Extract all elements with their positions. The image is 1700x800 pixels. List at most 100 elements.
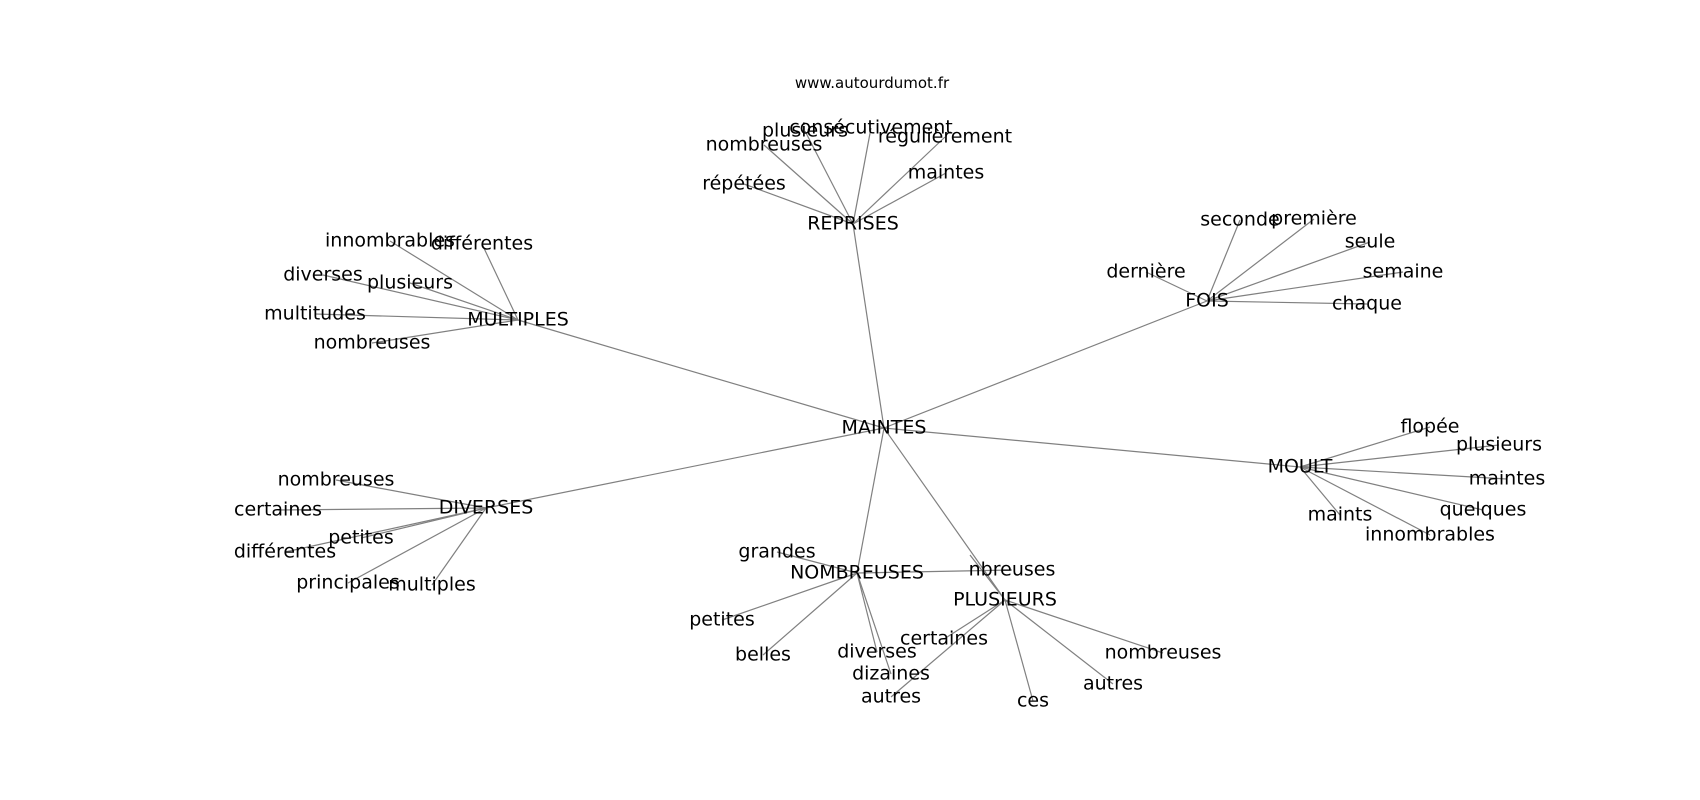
node-leaf-diverses-5: multiples (388, 574, 476, 596)
edge-moult-leaf-5 (1299, 466, 1431, 536)
node-leaf-reprises-4: régulièrement (878, 126, 1012, 148)
edge-reprises-leaf-2 (804, 130, 854, 225)
edge-reprises-leaf-5 (852, 172, 947, 225)
node-leaf-diverses-3: différentes (234, 541, 336, 563)
edge-moult-leaf-1 (1299, 444, 1500, 468)
edge-nombreuses-leaf-5 (856, 569, 1013, 574)
node-hub-multiples: MULTIPLES (467, 309, 569, 331)
node-hub-reprises: REPRISES (807, 213, 899, 235)
edge-multiples-leaf-4 (314, 313, 519, 321)
node-leaf-moult-5: innombrables (1365, 524, 1495, 546)
edge-plusieurs-leaf-1 (890, 599, 1006, 698)
node-leaf-plusieurs-2: nombreuses (1105, 642, 1222, 664)
node-leaf-reprises-2: plusieurs (762, 120, 848, 142)
edge-nombreuses-leaf-3 (856, 572, 878, 653)
node-leaf-diverses-0: nombreuses (278, 469, 395, 491)
edge-plusieurs-leaf-5 (969, 554, 1006, 601)
edge-diverses-leaf-1 (277, 507, 487, 511)
node-center-maintes: MAINTES (842, 417, 927, 439)
edge-center-nombreuses (856, 427, 885, 574)
node-leaf-moult-0: flopée (1400, 416, 1459, 438)
edge-fois-leaf-3 (1206, 241, 1371, 302)
node-leaf-fois-5: chaque (1332, 293, 1402, 315)
node-leaf-nombreuses-5: nbreuses (969, 559, 1056, 581)
edge-nombreuses-leaf-0 (776, 551, 858, 574)
node-leaf-moult-3: quelques (1440, 499, 1527, 521)
node-leaf-plusieurs-0: certaines (900, 628, 988, 650)
node-hub-nombreuses: NOMBREUSES (790, 562, 924, 584)
edge-moult-leaf-4 (1299, 466, 1341, 516)
node-leaf-multiples-3: plusieurs (367, 272, 453, 294)
node-leaf-multiples-5: nombreuses (314, 332, 431, 354)
graph-labels: MAINTESREPRISESrépétéesnombreusesplusieu… (234, 117, 1545, 712)
edge-center-moult (883, 427, 1301, 468)
node-hub-plusieurs: PLUSIEURS (953, 589, 1057, 611)
edge-fois-leaf-1 (1206, 219, 1241, 302)
node-leaf-nombreuses-2: belles (735, 644, 791, 666)
edge-plusieurs-leaf-3 (1004, 599, 1114, 685)
edge-nombreuses-leaf-1 (721, 572, 858, 621)
edge-moult-leaf-3 (1299, 466, 1484, 511)
node-leaf-diverses-2: petites (328, 527, 394, 549)
node-leaf-reprises-3: consécutivement (789, 117, 953, 139)
edge-nombreuses-leaf-4 (856, 572, 892, 675)
edge-fois-leaf-2 (1206, 218, 1315, 302)
node-leaf-plusieurs-1: autres (861, 686, 921, 708)
edge-fois-leaf-5 (1206, 300, 1368, 305)
edge-reprises-leaf-3 (852, 127, 872, 225)
edge-center-reprises (852, 223, 885, 429)
node-leaf-moult-4: maints (1308, 504, 1373, 526)
edge-center-fois (883, 300, 1208, 429)
edge-fois-leaf-0 (1145, 271, 1208, 302)
node-leaf-nombreuses-3: diverses (837, 641, 917, 663)
node-leaf-multiples-1: différentes (431, 233, 533, 255)
node-leaf-fois-2: première (1271, 208, 1357, 230)
edge-multiples-leaf-5 (371, 319, 519, 344)
edge-center-multiples (517, 319, 885, 429)
node-leaf-fois-1: seconde (1200, 209, 1279, 231)
node-leaf-fois-3: seule (1345, 231, 1396, 253)
edge-multiples-leaf-0 (389, 240, 519, 321)
node-leaf-plusieurs-4: ces (1017, 690, 1049, 712)
edge-multiples-leaf-1 (481, 243, 519, 321)
node-leaf-reprises-1: nombreuses (706, 134, 823, 156)
node-leaf-moult-2: maintes (1469, 468, 1546, 490)
edge-diverses-leaf-3 (284, 507, 487, 553)
graph-edges (277, 127, 1508, 702)
edge-reprises-leaf-1 (763, 144, 854, 225)
node-leaf-diverses-4: principales (296, 572, 400, 594)
edge-center-diverses (485, 427, 885, 509)
edge-nombreuses-leaf-2 (762, 572, 858, 656)
edge-moult-leaf-0 (1299, 426, 1431, 468)
node-leaf-reprises-0: répétées (702, 173, 786, 195)
node-leaf-moult-1: plusieurs (1456, 434, 1542, 456)
edge-reprises-leaf-4 (852, 136, 946, 225)
node-hub-moult: MOULT (1268, 456, 1333, 478)
node-leaf-nombreuses-0: grandes (738, 541, 815, 563)
node-leaf-diverses-1: certaines (234, 499, 322, 521)
node-leaf-nombreuses-1: petites (689, 609, 755, 631)
node-leaf-multiples-4: multitudes (264, 303, 366, 325)
edge-fois-leaf-4 (1206, 271, 1404, 302)
edge-reprises-leaf-0 (743, 183, 854, 225)
edge-diverses-leaf-4 (347, 507, 487, 584)
edge-plusieurs-leaf-4 (1004, 599, 1034, 702)
node-hub-diverses: DIVERSES (439, 497, 534, 519)
node-leaf-reprises-5: maintes (908, 162, 985, 184)
edge-moult-leaf-2 (1299, 466, 1508, 480)
node-leaf-nombreuses-4: dizaines (852, 663, 930, 685)
edge-multiples-leaf-3 (409, 282, 519, 321)
watermark: www.autourdumot.fr (795, 74, 950, 92)
node-leaf-multiples-2: diverses (283, 264, 363, 286)
node-leaf-fois-4: semaine (1363, 261, 1444, 283)
node-hub-fois: FOIS (1185, 290, 1229, 312)
edge-center-plusieurs (883, 427, 1006, 601)
edge-multiples-leaf-2 (322, 274, 519, 321)
node-leaf-plusieurs-3: autres (1083, 673, 1143, 695)
edge-plusieurs-leaf-2 (1004, 599, 1164, 654)
node-leaf-multiples-0: innombrables (325, 230, 455, 252)
edge-plusieurs-leaf-0 (943, 599, 1006, 640)
edge-diverses-leaf-0 (335, 479, 487, 509)
edge-diverses-leaf-5 (431, 507, 487, 586)
